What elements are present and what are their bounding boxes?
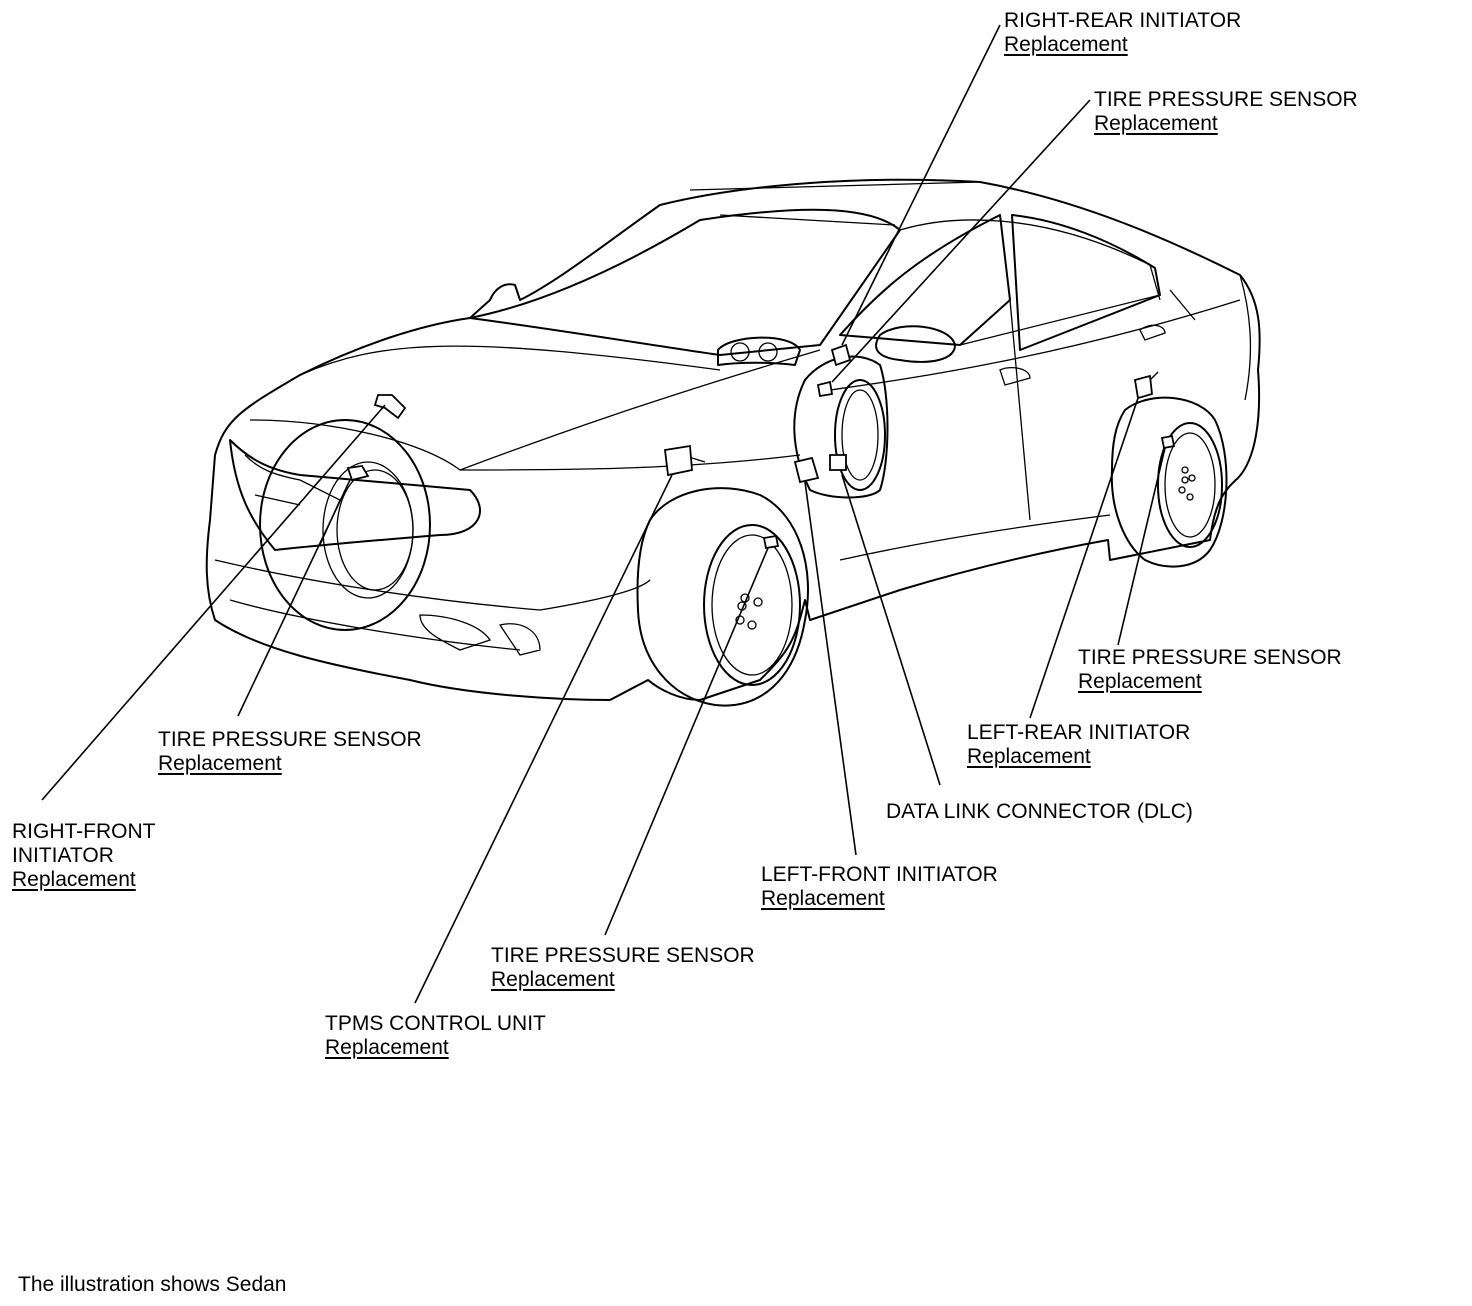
replacement-link[interactable]: Replacement xyxy=(1094,112,1218,135)
leader-left-front-initiator xyxy=(804,481,857,856)
tpms-control-unit-part xyxy=(664,444,706,477)
callout-left-rear-initiator: LEFT-REAR INITIATOR Replacement xyxy=(967,721,1190,769)
leader-dlc xyxy=(841,474,941,786)
callout-tire-pressure-sensor-lr: TIRE PRESSURE SENSOR Replacement xyxy=(1078,646,1342,694)
left-front-wheel xyxy=(636,487,809,707)
right-rear-wheel xyxy=(793,355,889,499)
leader-right-front-initiator xyxy=(41,404,386,801)
callout-right-front-initiator: RIGHT-FRONT INITIATOR Replacement xyxy=(12,820,155,892)
callout-right-rear-initiator: RIGHT-REAR INITIATOR Replacement xyxy=(1004,9,1241,57)
leader-tire-pressure-sensor-lf xyxy=(604,547,769,936)
illustration-caption: The illustration shows Sedan xyxy=(18,1273,287,1296)
replacement-link[interactable]: Replacement xyxy=(1078,670,1202,693)
callout-name: RIGHT-FRONT INITIATOR xyxy=(12,820,156,867)
callout-name: TIRE PRESSURE SENSOR xyxy=(1078,646,1342,669)
replacement-link[interactable]: Replacement xyxy=(491,968,615,991)
leader-tire-pressure-sensor-lr xyxy=(1117,447,1166,646)
callout-name: DATA LINK CONNECTOR (DLC) xyxy=(886,800,1193,823)
leader-left-rear-initiator xyxy=(1029,397,1139,719)
callout-name: LEFT-REAR INITIATOR xyxy=(967,721,1191,744)
leader-tire-pressure-sensor-rr xyxy=(831,99,1091,383)
callout-name: TIRE PRESSURE SENSOR xyxy=(158,728,422,751)
callout-name: TIRE PRESSURE SENSOR xyxy=(491,944,755,967)
left-front-initiator-part xyxy=(793,456,820,484)
replacement-link[interactable]: Replacement xyxy=(761,887,885,910)
callout-tpms-control-unit: TPMS CONTROL UNIT Replacement xyxy=(325,1012,546,1060)
callout-left-front-initiator: LEFT-FRONT INITIATOR Replacement xyxy=(761,863,998,911)
leader-tpms-control-unit xyxy=(414,474,673,1004)
callout-tire-pressure-sensor-rr: TIRE PRESSURE SENSOR Replacement xyxy=(1094,88,1358,136)
replacement-link[interactable]: Replacement xyxy=(1004,33,1128,56)
callout-name: TIRE PRESSURE SENSOR xyxy=(1094,88,1358,111)
callout-tire-pressure-sensor-lf: TIRE PRESSURE SENSOR Replacement xyxy=(491,944,755,992)
callout-name: LEFT-FRONT INITIATOR xyxy=(761,863,998,886)
dlc-part xyxy=(829,454,847,471)
tire-pressure-sensor-lf-part xyxy=(762,534,780,550)
replacement-link[interactable]: Replacement xyxy=(158,752,282,775)
left-rear-initiator-part xyxy=(1133,371,1159,400)
callout-data-link-connector: DATA LINK CONNECTOR (DLC) xyxy=(886,800,1193,824)
callout-tire-pressure-sensor-rf: TIRE PRESSURE SENSOR Replacement xyxy=(158,728,422,776)
replacement-link[interactable]: Replacement xyxy=(967,745,1091,768)
right-rear-initiator-part xyxy=(830,343,852,367)
left-rear-wheel xyxy=(1110,396,1228,568)
callout-name: TPMS CONTROL UNIT xyxy=(325,1012,546,1035)
leader-right-rear-initiator xyxy=(841,24,1001,346)
leader-tire-pressure-sensor-rf xyxy=(237,479,351,717)
leader-lines xyxy=(41,24,1166,1004)
tire-pressure-sensor-rr-part xyxy=(816,380,834,398)
right-front-wheel xyxy=(259,419,431,631)
tire-pressure-sensor-rf-part xyxy=(346,465,370,482)
replacement-link[interactable]: Replacement xyxy=(12,868,136,891)
right-front-initiator-part xyxy=(373,394,407,420)
car-body-outline xyxy=(205,178,1261,701)
callout-name: RIGHT-REAR INITIATOR xyxy=(1004,9,1242,32)
tire-pressure-sensor-lr-part xyxy=(1160,434,1176,450)
replacement-link[interactable]: Replacement xyxy=(325,1036,449,1059)
